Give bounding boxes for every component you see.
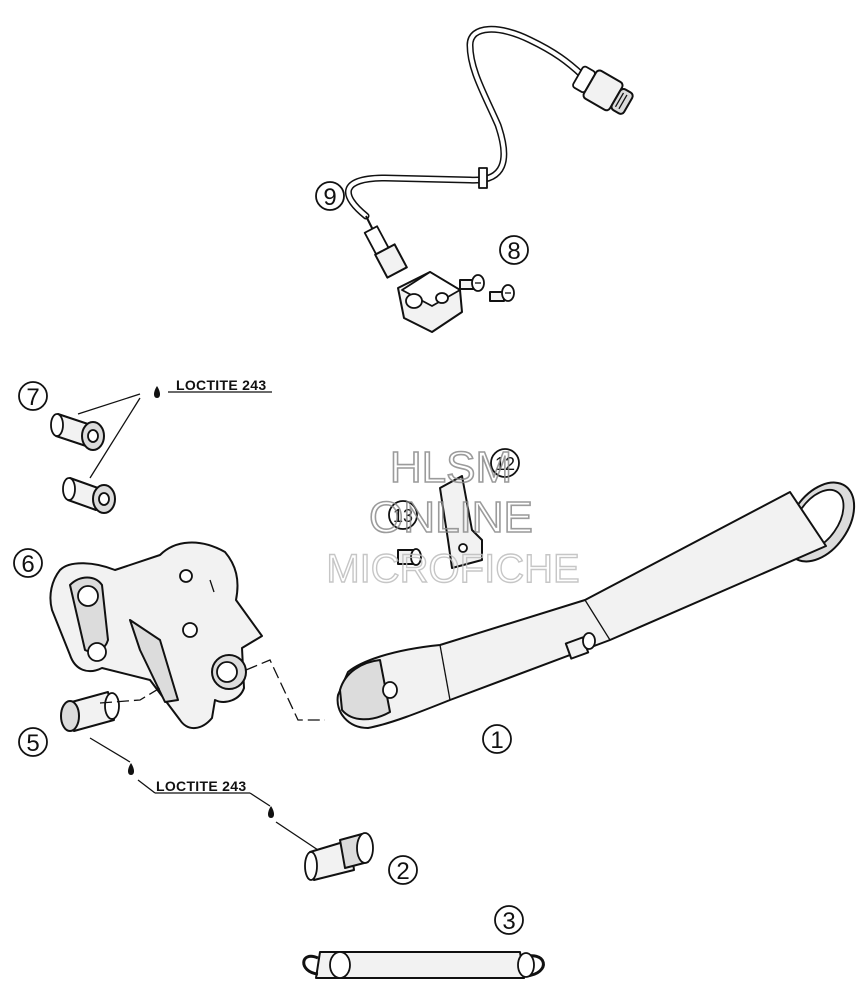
watermark-line-1: HLSM [390, 443, 512, 492]
callout-2-label: 2 [396, 858, 409, 885]
loctite-note-lower: LOCTITE 243 [156, 778, 246, 794]
side-stand-part [336, 481, 856, 729]
switch-bracket-part [397, 475, 483, 569]
callout-7-label: 7 [26, 384, 39, 411]
screw-pair-part [459, 274, 515, 302]
callout-3-label: 3 [502, 908, 515, 935]
callout-8-label: 8 [507, 238, 520, 265]
callout-13: 13 [388, 500, 418, 530]
bracket-part [49, 541, 263, 729]
callout-8: 8 [499, 235, 529, 265]
callout-12: 12 [490, 448, 520, 478]
loctite-marker-upper [154, 386, 272, 398]
callout-6-label: 6 [21, 551, 34, 578]
callout-5-label: 5 [26, 730, 39, 757]
callout-3: 3 [494, 905, 524, 935]
pivot-pin-part [60, 691, 120, 732]
bolt-pair-part [50, 393, 141, 514]
spring-part [302, 951, 545, 979]
callout-5: 5 [18, 727, 48, 757]
callout-2: 2 [388, 855, 418, 885]
watermark-line-3: MICROFICHE [326, 547, 579, 591]
loctite-note-upper: LOCTITE 243 [176, 377, 266, 393]
sensor-cable-part [345, 25, 634, 333]
assembly-line [99, 687, 161, 704]
loctite-marker-lower [89, 737, 319, 851]
threaded-pin-part [304, 832, 374, 881]
callout-13-label: 13 [393, 506, 413, 526]
watermark: HLSM ONLINE MICROFICHE [326, 442, 581, 592]
callout-12-label: 12 [495, 454, 515, 474]
callout-7: 7 [18, 381, 48, 411]
callout-9-label: 9 [323, 184, 336, 211]
callout-1-label: 1 [490, 727, 503, 754]
callout-6: 6 [13, 548, 43, 578]
assembly-line [245, 659, 325, 721]
watermark-line-2: ONLINE [369, 493, 533, 542]
callout-1: 1 [482, 724, 512, 754]
callout-9: 9 [315, 181, 345, 211]
